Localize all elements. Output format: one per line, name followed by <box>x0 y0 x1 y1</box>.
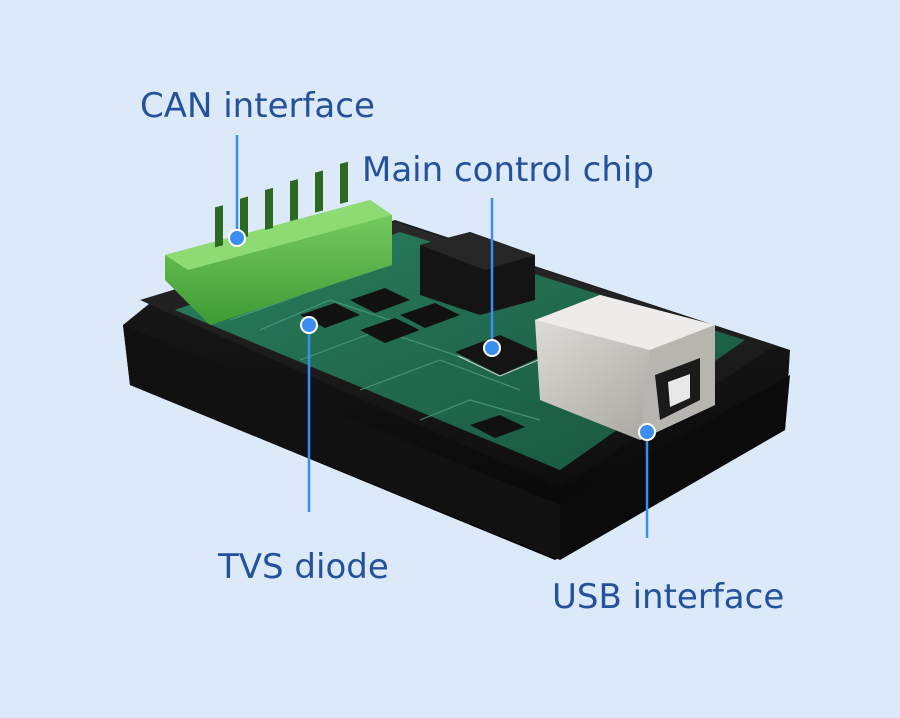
tvs-diode-label: TVS diode <box>218 547 389 587</box>
usb-interface-label: USB interface <box>552 577 785 617</box>
can-interface-label: CAN interface <box>140 86 375 126</box>
callout-leader-lines <box>235 135 649 538</box>
main-control-chip <box>455 335 545 377</box>
usb-b-port <box>535 295 715 440</box>
terminal-block <box>165 161 392 325</box>
relay-component <box>420 232 535 315</box>
main-control-chip-label: Main control chip <box>362 150 654 190</box>
callout-dots <box>228 229 656 441</box>
